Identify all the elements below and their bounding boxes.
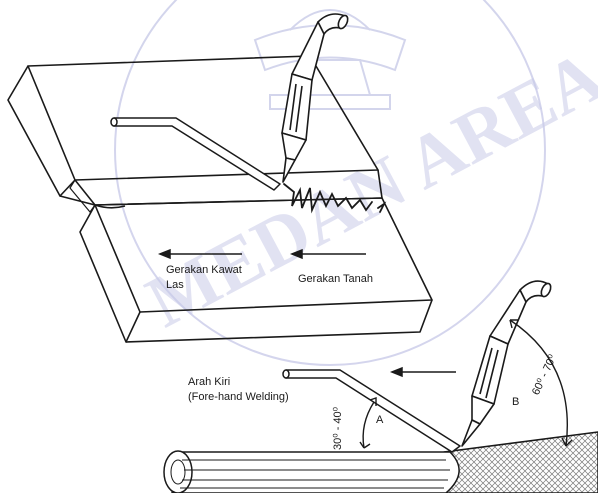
top-filler-rod	[110, 117, 281, 191]
bottom-arrow	[389, 366, 456, 378]
label-gerakan-tanah: Gerakan Tanah	[298, 273, 374, 285]
top-flame	[283, 183, 387, 214]
label-las: Las	[166, 279, 184, 291]
label-arah-kiri: Arah Kiri	[188, 376, 231, 388]
top-plate-assembly	[7, 55, 433, 343]
label-gerakan-kawat: Gerakan Kawat	[166, 264, 242, 276]
label-point-b: B	[512, 396, 520, 408]
weld-seam	[74, 179, 96, 206]
hatched-bead	[437, 431, 598, 493]
top-torch	[281, 13, 349, 183]
top-arrows	[157, 248, 366, 260]
upper-plate	[27, 55, 379, 181]
workpiece-cylinder	[171, 451, 460, 493]
watermark-emblem	[114, 0, 546, 366]
label-fore-hand: (Fore-hand Welding)	[188, 391, 289, 403]
bottom-workpiece	[163, 431, 598, 493]
label-angle-30-40: 30⁰ - 40⁰	[332, 406, 344, 450]
bottom-torch	[461, 280, 552, 447]
angle-arc-b	[509, 319, 573, 447]
bottom-filler-rod	[282, 369, 461, 453]
angle-arc-a	[359, 397, 377, 449]
label-point-a: A	[376, 414, 384, 426]
